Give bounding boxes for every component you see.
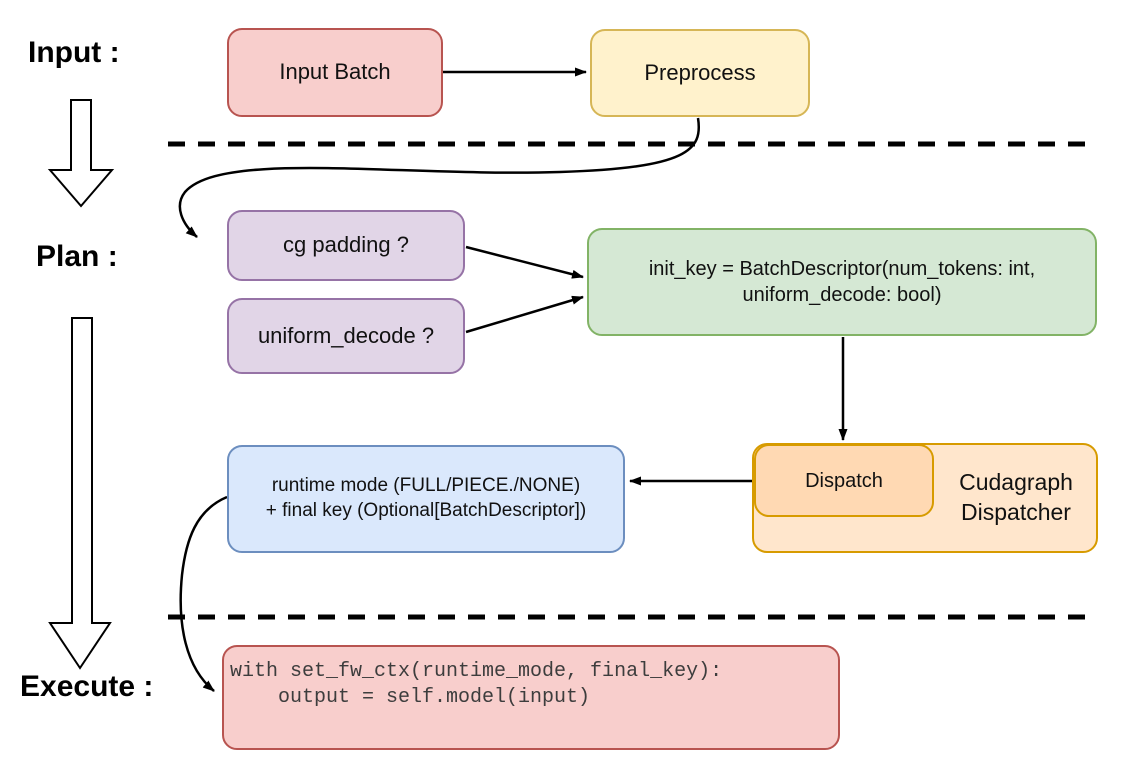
node-cg-padding: cg padding ? (227, 210, 465, 281)
node-preprocess: Preprocess (590, 29, 810, 117)
node-init-key-line1: init_key = BatchDescriptor(num_tokens: i… (648, 258, 1036, 280)
node-dispatch: Dispatch (754, 444, 934, 517)
node-runtime-result-line2: + final key (Optional[BatchDescriptor]) (265, 500, 587, 521)
node-execute-code: with set_fw_ctx(runtime_mode, final_key)… (222, 645, 840, 750)
edge-uniformdecode-to-initkey (465, 295, 584, 334)
execute-code-line2: output = self.model(input) (230, 686, 591, 709)
node-cudagraph-dispatcher-line1: Cudagraph (959, 469, 1073, 496)
node-cg-padding-label: cg padding ? (283, 232, 409, 258)
node-input-batch-label: Input Batch (279, 59, 391, 85)
edge-cgpadding-to-initkey (465, 245, 584, 279)
node-cudagraph-dispatcher-line2: Dispatcher (961, 499, 1071, 525)
stage-arrow-plan-to-execute (48, 317, 112, 670)
stage-arrow-input-to-plan (47, 99, 115, 208)
node-cudagraph-dispatcher-label: Cudagraph Dispatcher (936, 445, 1096, 551)
node-init-key-line2: uniform_decode: bool) (742, 284, 942, 306)
node-runtime-result: runtime mode (FULL/PIECE./NONE) + final … (227, 445, 625, 553)
node-dispatch-label: Dispatch (805, 469, 883, 492)
node-uniform-decode-label: uniform_decode ? (257, 322, 435, 348)
node-runtime-result-line1: runtime mode (FULL/PIECE./NONE) (271, 475, 581, 497)
node-uniform-decode: uniform_decode ? (227, 298, 465, 374)
node-preprocess-label: Preprocess (644, 59, 756, 85)
execute-code-snippet: with set_fw_ctx(runtime_mode, final_key)… (230, 659, 722, 711)
node-init-key: init_key = BatchDescriptor(num_tokens: i… (587, 228, 1097, 336)
edge-runtime-to-execute (179, 495, 228, 692)
edge-preprocess-to-cgpadding (178, 117, 700, 238)
execute-code-line1: with set_fw_ctx(runtime_mode, final_key)… (230, 660, 723, 683)
stage-label-execute: Execute : (20, 670, 154, 703)
node-input-batch: Input Batch (227, 28, 443, 117)
stage-label-plan: Plan : (36, 240, 118, 273)
stage-label-input: Input : (28, 36, 120, 69)
